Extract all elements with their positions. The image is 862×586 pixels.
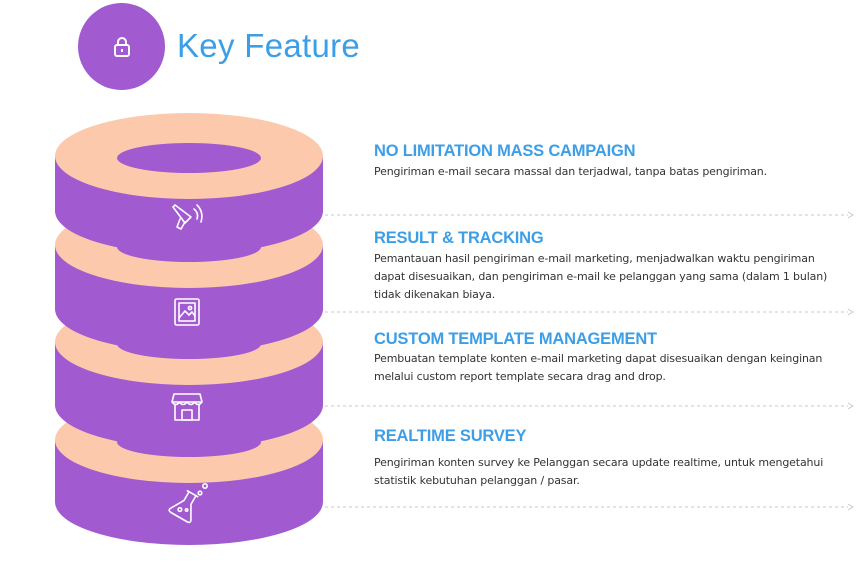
feature-desc-line: melalui custom report template secara dr… bbox=[374, 370, 666, 383]
feature-no-limitation: NO LIMITATION MASS CAMPAIGN Pengiriman e… bbox=[374, 142, 852, 181]
ring-1 bbox=[55, 113, 323, 254]
feature-desc-line: Pembuatan template konten e-mail marketi… bbox=[374, 352, 823, 365]
feature-desc-line: Pengiriman e-mail secara massal dan terj… bbox=[374, 165, 767, 178]
image-icon bbox=[174, 298, 200, 326]
feature-description: Pengiriman konten survey ke Pelanggan se… bbox=[374, 454, 852, 490]
feature-title: CUSTOM TEMPLATE MANAGEMENT bbox=[374, 330, 657, 348]
flask-icon bbox=[168, 482, 208, 524]
page-title: Key Feature bbox=[177, 27, 361, 64]
feature-desc-line: dapat disesuaikan, dan pengiriman e-mail… bbox=[374, 270, 828, 283]
connector-arrowhead bbox=[847, 503, 854, 511]
feature-description: Pembuatan template konten e-mail marketi… bbox=[374, 350, 852, 386]
header-badge bbox=[78, 3, 165, 90]
lock-icon bbox=[113, 36, 130, 57]
connector-lines bbox=[205, 211, 854, 511]
megaphone-icon bbox=[172, 204, 203, 230]
feature-desc-line: tidak dikenakan biaya. bbox=[374, 288, 496, 301]
feature-title: RESULT & TRACKING bbox=[374, 229, 544, 247]
feature-desc-line: statistik kebutuhan pelanggan / pasar. bbox=[374, 474, 580, 487]
feature-custom-template: CUSTOM TEMPLATE MANAGEMENT Pembuatan tem… bbox=[374, 330, 852, 386]
store-icon bbox=[171, 393, 203, 421]
feature-desc-line: Pengiriman konten survey ke Pelanggan se… bbox=[374, 456, 824, 469]
connector-arrowhead bbox=[847, 211, 854, 219]
feature-title: REALTIME SURVEY bbox=[374, 427, 527, 445]
feature-desc-line: Pemantauan hasil pengiriman e-mail marke… bbox=[374, 252, 815, 265]
feature-description: Pemantauan hasil pengiriman e-mail marke… bbox=[374, 250, 852, 304]
feature-title: NO LIMITATION MASS CAMPAIGN bbox=[374, 142, 636, 160]
connector-arrowhead bbox=[847, 308, 854, 316]
feature-description: Pengiriman e-mail secara massal dan terj… bbox=[374, 163, 852, 181]
connector-arrowhead bbox=[847, 402, 854, 410]
feature-result-tracking: RESULT & TRACKING Pemantauan hasil pengi… bbox=[374, 229, 852, 304]
feature-realtime-survey: REALTIME SURVEY Pengiriman konten survey… bbox=[374, 427, 852, 490]
